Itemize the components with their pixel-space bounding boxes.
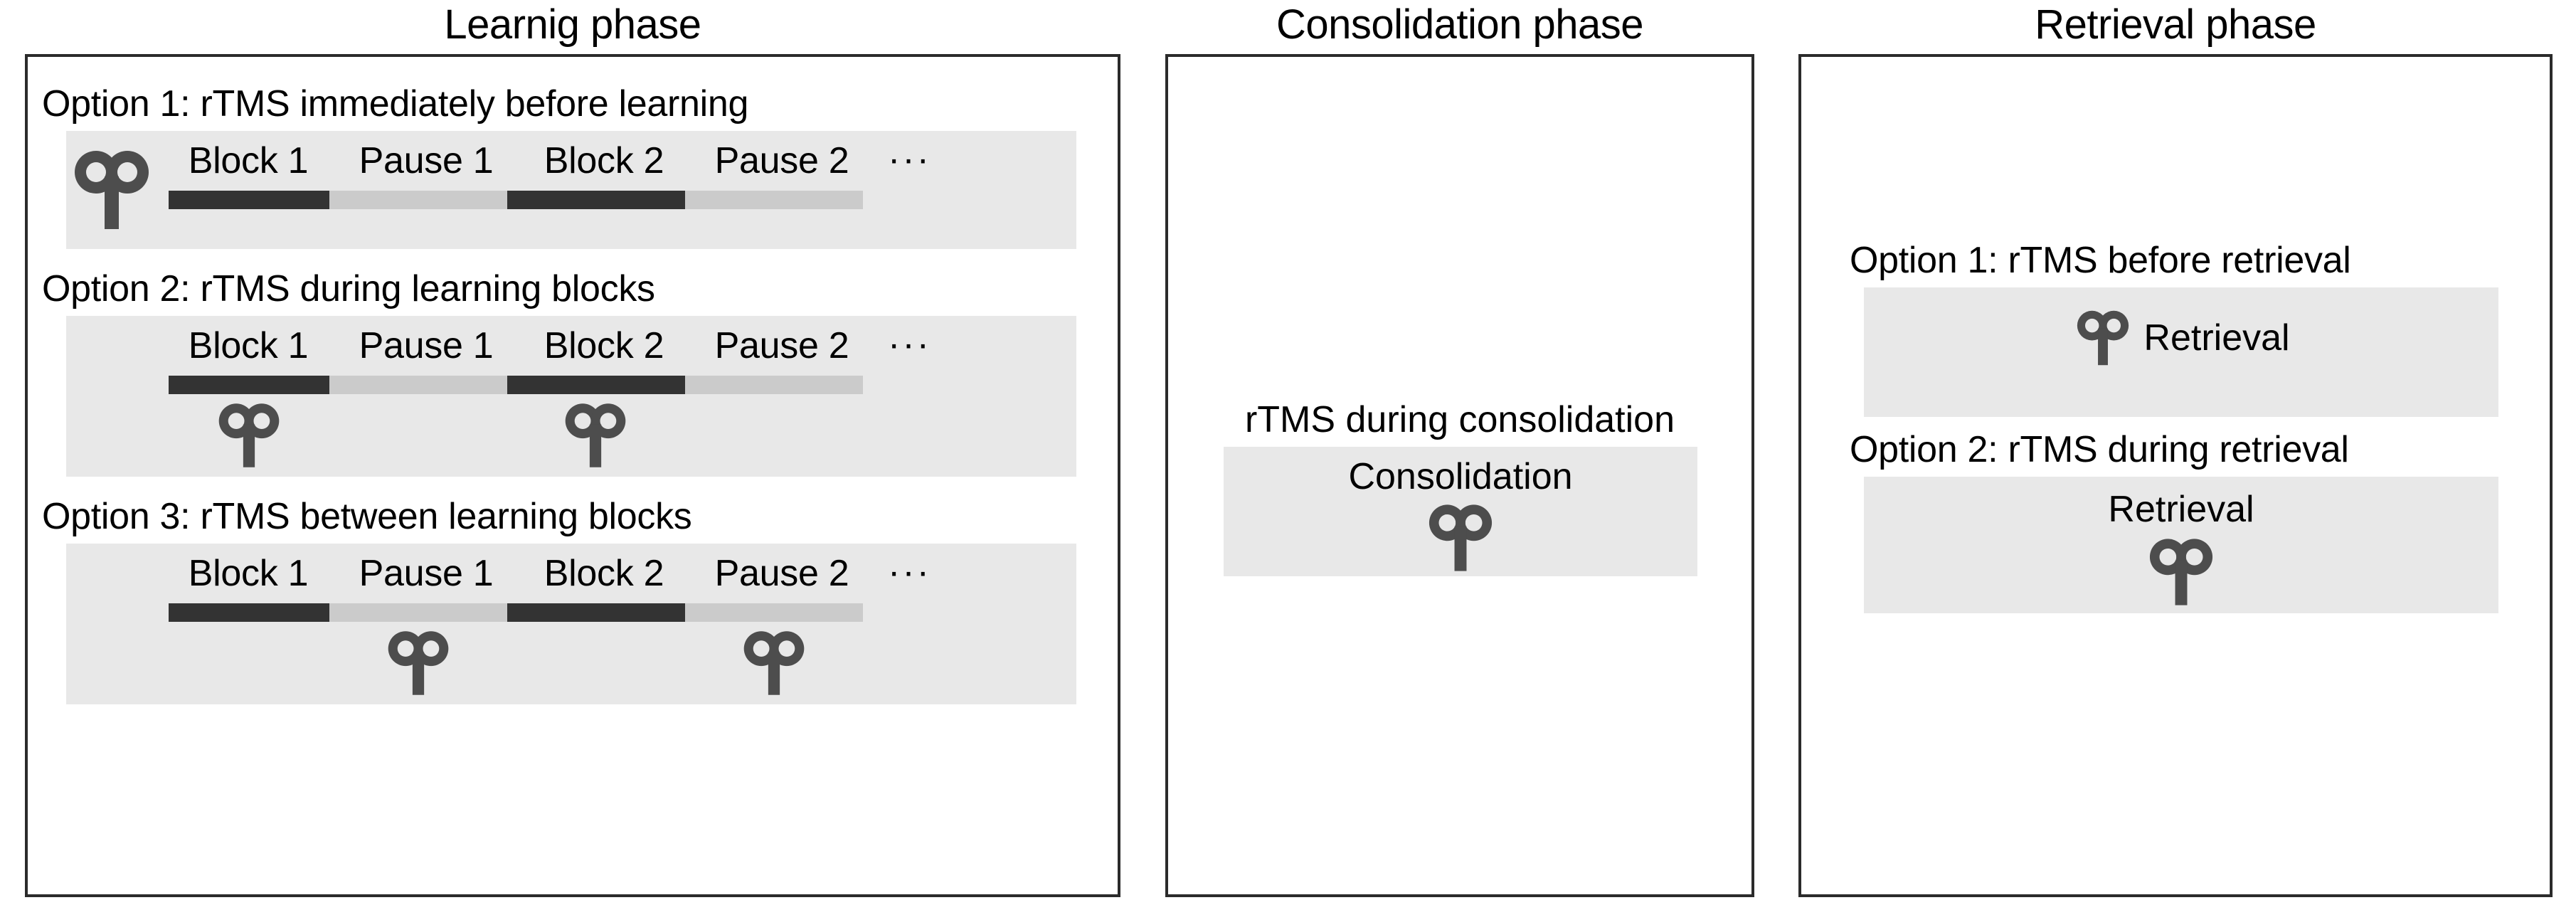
segment-label-pause-1: Pause 1 (359, 553, 494, 594)
timeline-bar-block-2 (507, 376, 685, 394)
timeline-ellipsis: ··· (888, 551, 931, 593)
tms-coil-icon (2072, 309, 2134, 367)
retrieval-2-band-label: Retrieval (2108, 489, 2254, 530)
consolidation-caption: rTMS during consolidation (1244, 399, 1675, 440)
tms-coil-icon (212, 401, 286, 470)
timeline-bar-pause-1 (329, 191, 507, 209)
tms-coil-icon (2144, 536, 2218, 608)
segment-label-block-2: Block 2 (544, 140, 664, 181)
segment-label-pause-1: Pause 1 (359, 140, 494, 181)
panel-title-learning: Learnig phase (444, 1, 701, 48)
timeline-bar-block-1 (169, 376, 329, 394)
option-label-learning-2: Option 2: rTMS during learning blocks (42, 268, 655, 309)
option-band-retrieval-1: Retrieval (1864, 287, 2498, 417)
option-band-learning-1: Block 1 Pause 1 Block 2 Pause 2 ··· (66, 131, 1076, 249)
tms-coil-icon (75, 148, 149, 232)
timeline-bar-block-2 (507, 191, 685, 209)
timeline-bar-block-1 (169, 191, 329, 209)
consolidation-band: Consolidation (1224, 447, 1697, 576)
segment-label-block-2: Block 2 (544, 553, 664, 594)
tms-coil-icon (1424, 502, 1498, 573)
consolidation-band-label: Consolidation (1348, 456, 1573, 497)
option-band-learning-2: Block 1 Pause 1 Block 2 Pause 2 ··· (66, 316, 1076, 477)
retrieval-1-band-label: Retrieval (2143, 317, 2290, 359)
segment-label-block-2: Block 2 (544, 325, 664, 366)
option-band-retrieval-2: Retrieval (1864, 477, 2498, 613)
timeline-ellipsis: ··· (888, 324, 931, 365)
panel-title-consolidation: Consolidation phase (1276, 1, 1644, 48)
panel-title-retrieval: Retrieval phase (2035, 1, 2316, 48)
timeline-bar-pause-2 (685, 376, 863, 394)
segment-label-pause-2: Pause 2 (714, 553, 849, 594)
option-band-learning-3: Block 1 Pause 1 Block 2 Pause 2 ··· (66, 544, 1076, 704)
segment-label-block-1: Block 1 (188, 140, 309, 181)
segment-label-pause-2: Pause 2 (714, 325, 849, 366)
panel-consolidation-phase: Consolidation phase rTMS during consolid… (1165, 3, 1754, 897)
panel-retrieval-phase: Retrieval phase Option 1: rTMS before re… (1798, 3, 2553, 897)
segment-label-pause-2: Pause 2 (714, 140, 849, 181)
panel-box-consolidation: rTMS during consolidation Consolidation (1165, 54, 1754, 897)
timeline-bar-block-1 (169, 603, 329, 622)
timeline-bar-pause-2 (685, 603, 863, 622)
option-label-learning-3: Option 3: rTMS between learning blocks (42, 496, 692, 537)
timeline-ellipsis: ··· (888, 139, 931, 180)
segment-label-block-1: Block 1 (188, 325, 309, 366)
timeline-bar-pause-2 (685, 191, 863, 209)
tms-coil-icon (381, 629, 455, 697)
option-label-learning-1: Option 1: rTMS immediately before learni… (42, 83, 749, 125)
tms-coil-icon (558, 401, 632, 470)
timeline-bar-pause-1 (329, 603, 507, 622)
option-label-retrieval-2: Option 2: rTMS during retrieval (1850, 429, 2349, 470)
panel-box-learning: Option 1: rTMS immediately before learni… (25, 54, 1120, 897)
segment-label-pause-1: Pause 1 (359, 325, 494, 366)
retrieval-1-content: Retrieval (1864, 309, 2498, 367)
option-label-retrieval-1: Option 1: rTMS before retrieval (1850, 240, 2351, 281)
segment-label-block-1: Block 1 (188, 553, 309, 594)
panel-learning-phase: Learnig phase Option 1: rTMS immediately… (25, 3, 1120, 897)
tms-coil-icon (737, 629, 811, 697)
timeline-bar-pause-1 (329, 376, 507, 394)
panel-box-retrieval: Option 1: rTMS before retrieval Retrieva… (1798, 54, 2553, 897)
timeline-bar-block-2 (507, 603, 685, 622)
